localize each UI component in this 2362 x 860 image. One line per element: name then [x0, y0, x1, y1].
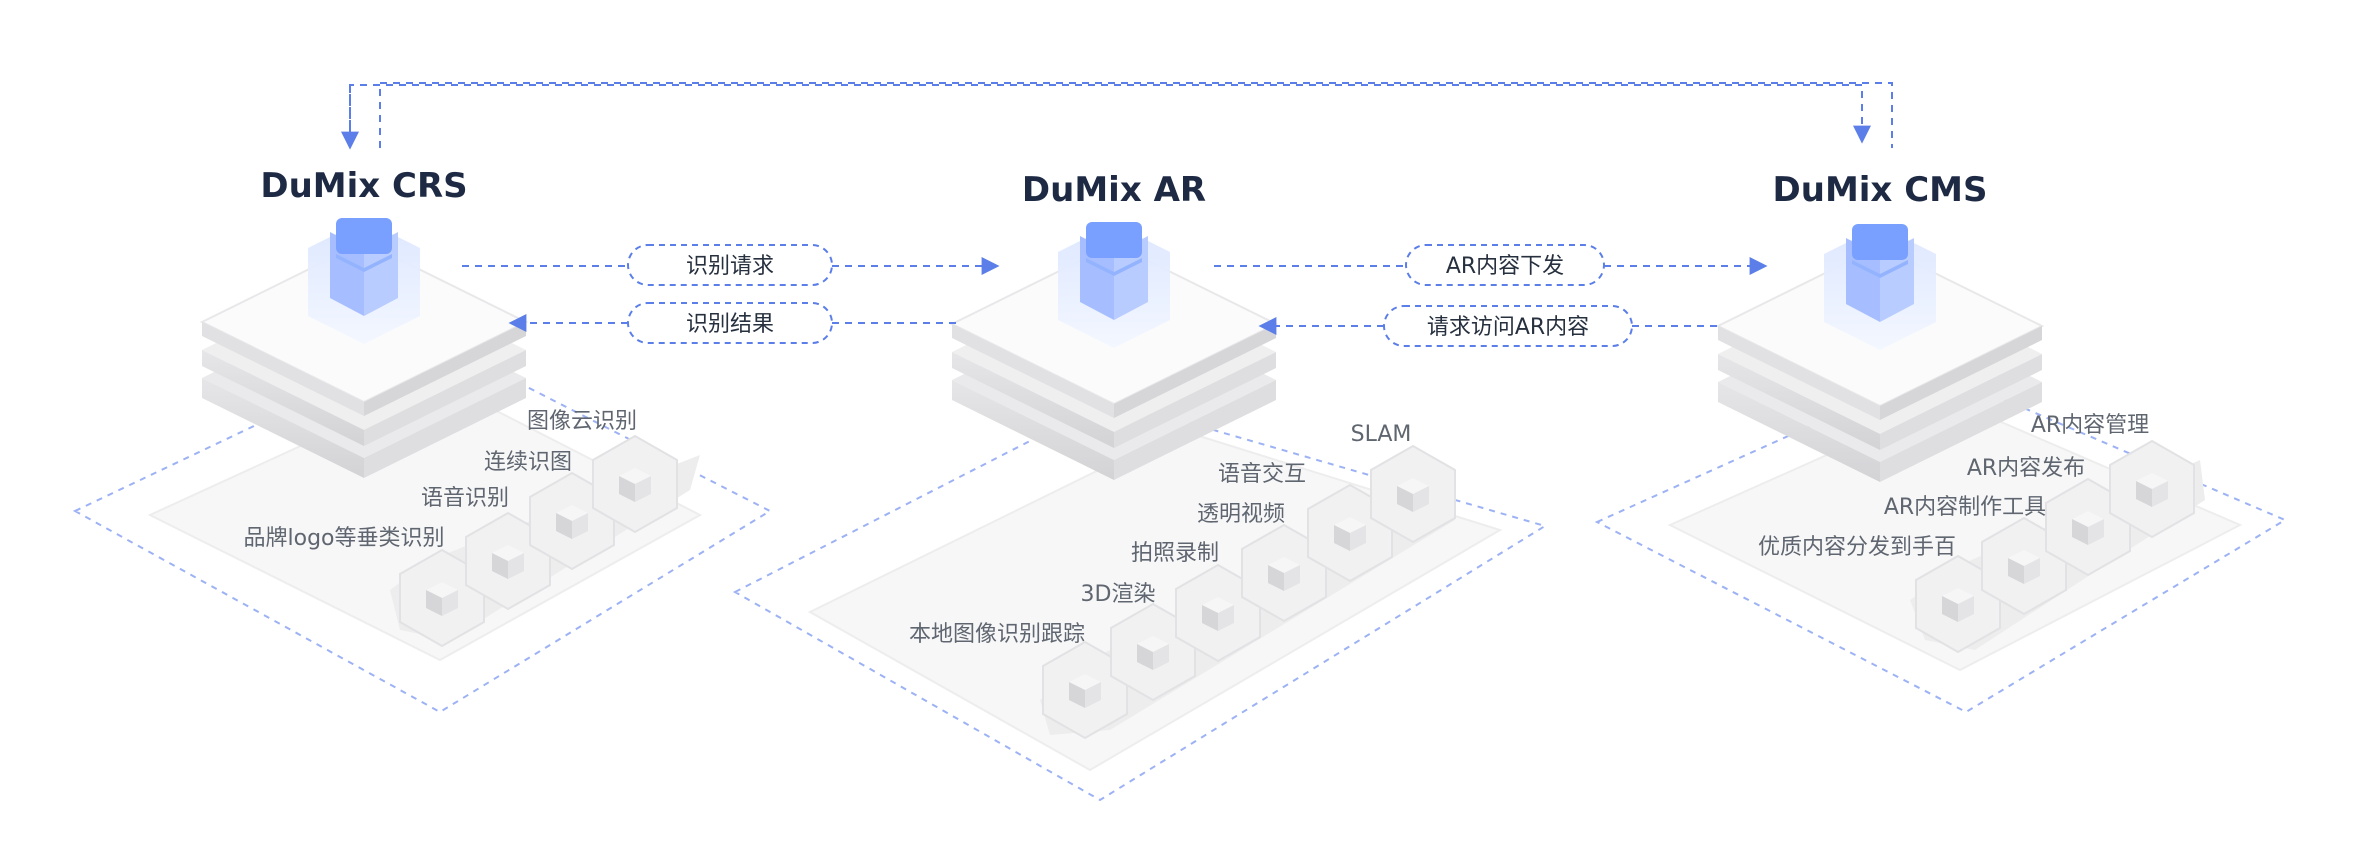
feature-label: AR内容发布	[1967, 456, 2085, 481]
feature-label: 本地图像识别跟踪	[909, 622, 1085, 647]
module-ar: DuMix AR SLAM 语音交互 透明视频 拍照录制 3D渲染 本地图像识别…	[732, 170, 1548, 802]
hexagon-cube-icon	[1042, 640, 1128, 740]
connection-crs-to-ar: 识别请求	[462, 244, 1000, 286]
platform-outline	[732, 398, 1548, 802]
feature-label: 语音交互	[1218, 462, 1306, 487]
platform-outline	[1594, 368, 2288, 714]
hex-cubes	[1915, 439, 2195, 654]
connection-label: AR内容下发	[1446, 254, 1564, 279]
connection-pill	[1383, 305, 1633, 347]
connection-label: 识别请求	[686, 254, 774, 279]
hexagon-cube-icon	[1915, 554, 2001, 654]
feature-label: SLAM	[1351, 422, 1412, 447]
feature-label: 优质内容分发到手百	[1758, 535, 1956, 560]
connection-pill	[627, 302, 833, 344]
feature-label: AR内容制作工具	[1884, 495, 2046, 520]
feature-label: 3D渲染	[1081, 582, 1156, 607]
cube-icon	[1058, 222, 1170, 348]
hexagon-cube-icon	[592, 434, 678, 534]
connection-pill	[1405, 244, 1605, 286]
connection-label: 识别结果	[686, 312, 774, 337]
hexagon-cube-icon	[1110, 602, 1196, 702]
connection-ar-to-cms: AR内容下发	[1214, 244, 1768, 286]
hexagon-cube-icon	[399, 548, 485, 648]
hexagon-cube-icon	[1175, 563, 1261, 663]
module-title: DuMix CRS	[260, 166, 467, 206]
module-cms: DuMix CMS AR内容管理 AR内容发布 AR内容制作工具 优质内容分发到…	[1594, 170, 2288, 714]
top-loop-connector	[341, 82, 1893, 150]
hex-cubes	[399, 434, 678, 648]
hexagon-cube-icon	[1370, 444, 1456, 544]
connection-pill	[627, 244, 833, 286]
server-stack	[1715, 244, 2045, 482]
feature-label: 透明视频	[1197, 502, 1285, 527]
feature-label: 连续识图	[484, 450, 572, 475]
hexagon-cube-icon	[1241, 523, 1327, 623]
feature-label: 品牌logo等垂类识别	[244, 526, 445, 551]
module-title: DuMix CMS	[1773, 170, 1988, 210]
module-crs: DuMix CRS 图像云识别 连续识图 语音识别 品牌logo等垂类识别	[72, 166, 773, 714]
connection-label: 请求访问AR内容	[1427, 315, 1589, 340]
cube-icon	[1824, 224, 1936, 350]
feature-label: 拍照录制	[1131, 541, 1219, 566]
hexagon-cube-icon	[2109, 439, 2195, 539]
connection-ar-to-crs: 识别结果	[508, 302, 956, 344]
cube-icon	[308, 218, 420, 344]
module-title: DuMix AR	[1022, 170, 1206, 210]
hex-cubes	[1042, 444, 1456, 740]
feature-label: 语音识别	[421, 486, 509, 511]
feature-label: AR内容管理	[2031, 413, 2149, 438]
connection-cms-to-ar: 请求访问AR内容	[1258, 305, 1722, 347]
feature-label: 图像云识别	[527, 409, 637, 434]
